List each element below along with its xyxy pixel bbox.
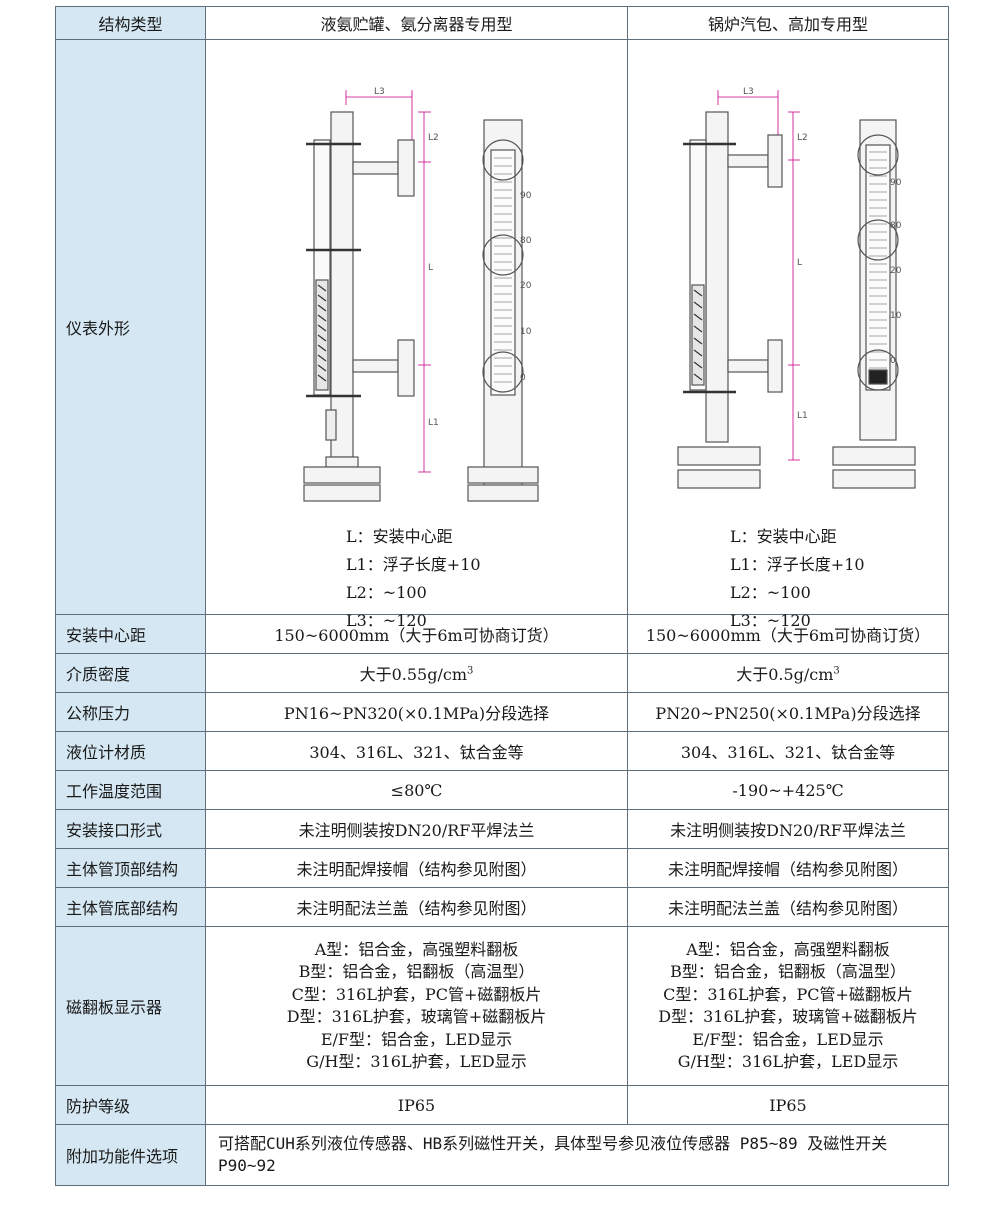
scale-80-right: 80	[890, 221, 902, 231]
row-value-boiler: 未注明配焊接帽（结构参见附图）	[627, 848, 949, 888]
density-unit-sup: 3	[467, 665, 474, 677]
header-boiler: 锅炉汽包、高加专用型	[627, 6, 949, 40]
magnetic-type-gh: G/H型：316L护套，LED显示	[306, 1052, 527, 1071]
legend-l1: L1：浮子长度+10	[346, 555, 481, 574]
scale-10-right: 10	[890, 311, 902, 321]
spec-table: 结构类型 液氨贮罐、氨分离器专用型 锅炉汽包、高加专用型 仪表外形	[55, 6, 949, 1186]
legend-l3: L3：~120	[346, 611, 427, 630]
appearance-right-cell: L3 L2 L L1 90 80 20 10 0 L：安装中心距 L1：浮子长度…	[627, 39, 949, 630]
row-value-boiler: 150~6000mm（大于6m可协商订货）	[627, 614, 949, 654]
scale-90-right: 90	[890, 178, 902, 188]
magnetic-boiler: A型：铝合金，高强塑料翻板 B型：铝合金，铝翻板（高温型） C型：316L护套，…	[627, 926, 949, 1086]
spec-row-extra-options: 附加功能件选项 可搭配CUH系列液位传感器、HB系列磁性开关，具体型号参见液位传…	[55, 1124, 949, 1186]
magnetic-type-a: A型：铝合金，高强塑料翻板	[686, 939, 890, 959]
boiler-gauge-drawing: L3 L2 L L1 90 80 20 10 0	[677, 87, 916, 489]
legend-l2: L2：~100	[346, 583, 427, 602]
scale-0: 0	[520, 373, 526, 383]
dim-l1-right: L1	[797, 411, 808, 421]
magnetic-type-d: D型：316L护套，玻璃管+磁翻板片	[658, 1007, 918, 1026]
row-label: 安装中心距	[55, 614, 206, 654]
dim-l: L	[428, 263, 433, 273]
row-label: 液位计材质	[55, 731, 206, 771]
row-label: 安装接口形式	[55, 809, 206, 849]
header-type: 结构类型	[55, 6, 206, 40]
scale-90: 90	[520, 191, 532, 201]
extra-text: 可搭配CUH系列液位传感器、HB系列磁性开关，具体型号参见液位传感器 P85~8…	[205, 1124, 949, 1186]
spec-row-temperature: 工作温度范围 ≤80℃ -190~+425℃	[55, 770, 949, 810]
row-value-boiler: PN20~PN250(×0.1MPa)分段选择	[627, 692, 949, 732]
row-label: 主体管底部结构	[55, 887, 206, 927]
magnetic-ammonia: A型：铝合金，高强塑料翻板 B型：铝合金，铝翻板（高温型） C型：316L护套，…	[205, 926, 628, 1086]
magnetic-type-c: C型：316L护套，PC管+磁翻板片	[663, 984, 913, 1004]
header-row: 结构类型 液氨贮罐、氨分离器专用型 锅炉汽包、高加专用型	[55, 6, 949, 40]
row-value-boiler: 未注明侧装按DN20/RF平焊法兰	[627, 809, 949, 849]
magnetic-type-a: A型：铝合金，高强塑料翻板	[314, 939, 519, 959]
magnetic-type-ef: E/F型：铝合金，LED显示	[692, 1029, 884, 1049]
density-unit-sup: 3	[833, 665, 840, 677]
legend-l: L：安装中心距	[346, 527, 453, 546]
row-label: 工作温度范围	[55, 770, 206, 810]
row-label: 介质密度	[55, 653, 206, 693]
legend-l3-right: L3：~120	[730, 611, 811, 630]
row-value-ammonia: 未注明侧装按DN20/RF平焊法兰	[205, 809, 628, 849]
legend-l1-right: L1：浮子长度+10	[730, 555, 865, 574]
magnetic-type-b: B型：铝合金，铝翻板（高温型）	[298, 962, 535, 981]
dim-l-right: L	[797, 258, 802, 268]
dim-l3: L3	[374, 87, 385, 97]
scale-10: 10	[520, 327, 532, 337]
row-label: 主体管顶部结构	[55, 848, 206, 888]
header-ammonia: 液氨贮罐、氨分离器专用型	[205, 6, 628, 40]
magnetic-type-gh: G/H型：316L护套，LED显示	[677, 1052, 899, 1071]
row-label: 防护等级	[55, 1085, 206, 1125]
extra-label: 附加功能件选项	[55, 1124, 206, 1186]
row-value-boiler: 大于0.5g/cm3	[627, 653, 949, 693]
magnetic-type-d: D型：316L护套，玻璃管+磁翻板片	[286, 1007, 547, 1026]
scale-20-right: 20	[890, 266, 902, 276]
appearance-label: 仪表外形	[55, 39, 206, 615]
spec-row-protection: 防护等级 IP65 IP65	[55, 1085, 949, 1125]
dim-l2: L2	[428, 133, 439, 143]
dim-l2-right: L2	[797, 133, 808, 143]
spec-row-material: 液位计材质 304、316L、321、钛合金等 304、316L、321、钛合金…	[55, 731, 949, 771]
scale-20: 20	[520, 281, 532, 291]
row-value-ammonia: 304、316L、321、钛合金等	[205, 731, 628, 771]
spec-row-density: 介质密度 大于0.55g/cm3 大于0.5g/cm3	[55, 653, 949, 693]
row-value-ammonia: 未注明配法兰盖（结构参见附图）	[205, 887, 628, 927]
scale-80: 80	[520, 236, 532, 246]
spec-row-install-distance: 安装中心距 150~6000mm（大于6m可协商订货） 150~6000mm（大…	[55, 614, 949, 654]
density-boiler: 大于0.5g/cm	[736, 665, 834, 684]
row-value-ammonia: PN16~PN320(×0.1MPa)分段选择	[205, 692, 628, 732]
legend-l2-right: L2：~100	[730, 583, 811, 602]
legend-left: L：安装中心距 L1：浮子长度+10 L2：~100 L3：~120	[206, 523, 627, 635]
spec-row-magnetic-display: 磁翻板显示器 A型：铝合金，高强塑料翻板 B型：铝合金，铝翻板（高温型） C型：…	[55, 926, 949, 1086]
row-value-ammonia: 未注明配焊接帽（结构参见附图）	[205, 848, 628, 888]
row-value-boiler: IP65	[627, 1085, 949, 1125]
dim-l3-right: L3	[743, 87, 754, 97]
row-value-ammonia: 大于0.55g/cm3	[205, 653, 628, 693]
row-label: 公称压力	[55, 692, 206, 732]
dim-l1: L1	[428, 418, 439, 428]
ammonia-gauge-drawing: L3 L2 L L1 90 80 20 10 0	[303, 87, 539, 502]
magnetic-label: 磁翻板显示器	[55, 926, 206, 1086]
row-value-boiler: 未注明配法兰盖（结构参见附图）	[627, 887, 949, 927]
magnetic-type-b: B型：铝合金，铝翻板（高温型）	[670, 962, 906, 981]
appearance-row: 仪表外形	[55, 39, 949, 630]
row-value-ammonia: 150~6000mm（大于6m可协商订货）	[205, 614, 628, 654]
spec-row-pressure: 公称压力 PN16~PN320(×0.1MPa)分段选择 PN20~PN250(…	[55, 692, 949, 732]
row-value-boiler: -190~+425℃	[627, 770, 949, 810]
spec-row-connection: 安装接口形式 未注明侧装按DN20/RF平焊法兰 未注明侧装按DN20/RF平焊…	[55, 809, 949, 849]
spec-row-bottom-structure: 主体管底部结构 未注明配法兰盖（结构参见附图） 未注明配法兰盖（结构参见附图）	[55, 887, 949, 927]
magnetic-type-c: C型：316L护套，PC管+磁翻板片	[291, 984, 542, 1004]
spec-row-top-structure: 主体管顶部结构 未注明配焊接帽（结构参见附图） 未注明配焊接帽（结构参见附图）	[55, 848, 949, 888]
row-value-ammonia: IP65	[205, 1085, 628, 1125]
magnetic-type-ef: E/F型：铝合金，LED显示	[320, 1029, 513, 1049]
appearance-left-cell: L3 L2 L L1 90 80 20 10 0 L：安装中心距 L1：浮子长度…	[205, 39, 628, 630]
scale-0-right: 0	[890, 356, 896, 366]
legend-right: L：安装中心距 L1：浮子长度+10 L2：~100 L3：~120	[628, 523, 948, 635]
row-value-ammonia: ≤80℃	[205, 770, 628, 810]
legend-l-right: L：安装中心距	[730, 527, 837, 546]
row-value-boiler: 304、316L、321、钛合金等	[627, 731, 949, 771]
density-ammonia: 大于0.55g/cm	[359, 665, 468, 684]
